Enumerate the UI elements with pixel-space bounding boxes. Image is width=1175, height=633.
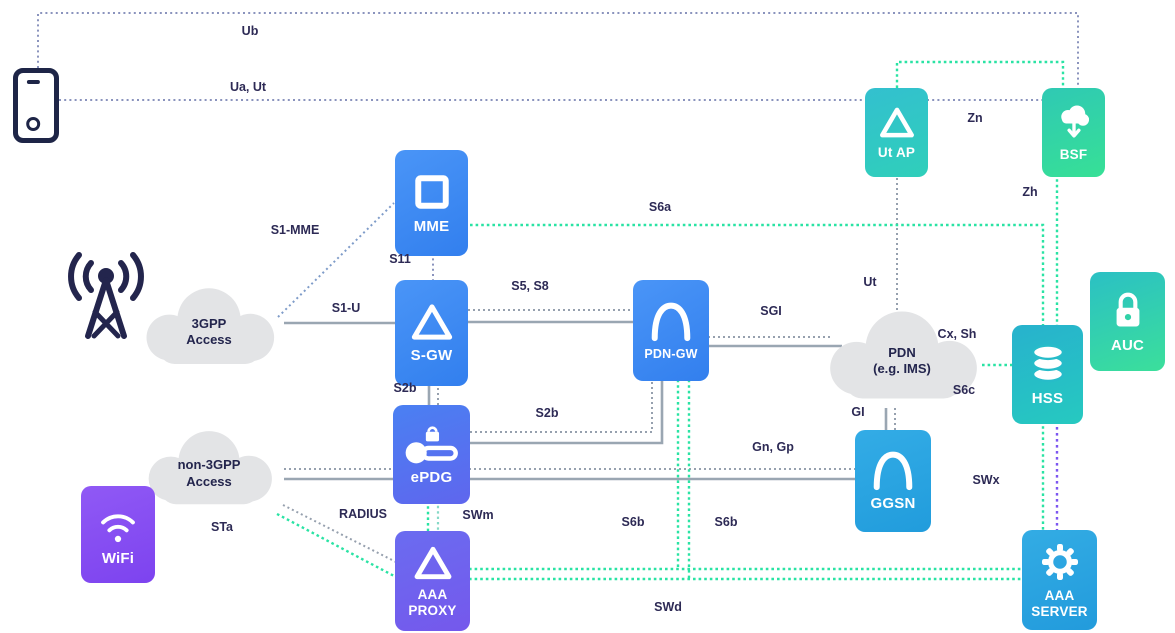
iface-sta: STa [211,520,233,534]
bsf-label: BSF [1059,147,1088,163]
cloud-shape [148,431,272,505]
iface-s6b-left: S6b [621,515,645,529]
wire-s6a [470,223,1045,325]
node-bsf: BSF [1042,88,1105,177]
iface-s6a: S6a [648,200,672,214]
cloud-3gpp-label: 3GPP Access [186,315,232,347]
mme-label: MME [413,218,450,236]
cloud-pdn-label: PDN (e.g. IMS) [873,344,931,376]
sgw-label: S-GW [410,347,453,365]
cloud-non3gpp-label: non-3GPP Access [177,457,241,489]
wire-s2b-mid [470,374,664,445]
epdg-label: ePDG [410,468,453,486]
wire-utap-bsf [895,60,1065,88]
wire-sta-grey [282,504,397,563]
wire-s1mme [277,202,395,318]
ggsn-label: GGSN [870,495,916,513]
iface-gi: GI [851,405,865,419]
node-mme: MME [395,150,468,256]
iface-swm: SWm [462,508,494,522]
arch-icon [647,300,695,342]
wifi-icon [92,502,144,546]
iface-s6b-right: S6b [714,515,738,529]
node-pdngw: PDN-GW [633,280,709,381]
iface-ua-ut: Ua, Ut [229,80,267,94]
hss-label: HSS [1031,389,1064,407]
antenna-icon [68,250,144,347]
triangle-icon [877,105,917,140]
lock-icon [1109,289,1147,333]
database-icon [1026,342,1070,386]
wire-ub [37,12,1079,88]
node-hss: HSS [1012,325,1083,424]
cloud-3gpp-access: 3GPP Access [133,283,285,371]
node-auc: AUC [1090,272,1165,371]
iface-s2b-left: S2b [393,381,417,395]
cloud-shape [146,288,275,364]
iface-ub: Ub [241,24,259,38]
pdngw-label: PDN-GW [644,347,698,361]
smartphone-icon [13,68,59,143]
cloud-download-icon [1053,102,1095,142]
aaa-server-label: AAA SERVER [1031,588,1088,619]
iface-s5-s8: S5, S8 [511,279,549,293]
iface-ut: Ut [863,275,877,289]
cloud-non3gpp-access: non-3GPP Access [133,426,285,511]
aaa-proxy-label: AAA PROXY [408,587,457,618]
triangle-icon [408,301,456,343]
wifi-label: WiFi [101,549,135,567]
wire-s2b-mid-dot [470,374,653,433]
iface-s2b-mid: S2b [535,406,559,420]
iface-s1-u: S1-U [331,301,361,315]
node-epdg: ePDG [393,405,470,504]
iface-s6c: S6c [952,383,976,397]
node-aaa-proxy: AAA PROXY [395,531,470,631]
wire-sta-green [276,512,397,579]
node-wifi: WiFi [81,486,155,583]
arch-icon [869,449,917,491]
phone-button [26,117,41,131]
node-utap: Ut AP [865,88,928,177]
triangle-icon [411,544,455,582]
cloud-shape [830,311,977,399]
gear-icon [1039,541,1081,583]
iface-zn: Zn [967,111,983,125]
square-icon [410,170,454,214]
phone-speaker [26,80,40,84]
cloud-pdn: PDN (e.g. IMS) [816,305,988,407]
iface-sgi: SGI [760,304,782,318]
node-aaa-server: AAA SERVER [1022,530,1097,630]
iface-radius: RADIUS [339,507,387,521]
node-sgw: S-GW [395,280,468,386]
iface-cx-sh: Cx, Sh [937,327,977,341]
auc-label: AUC [1110,336,1145,354]
iface-swd: SWd [654,600,682,614]
iface-gn-gp: Gn, Gp [752,440,794,454]
iface-swx: SWx [972,473,1000,487]
iface-s1-mme: S1-MME [270,223,320,237]
utap-label: Ut AP [877,144,916,160]
iface-s11: S11 [389,252,411,266]
node-ggsn: GGSN [855,430,931,532]
key-lock-icon [403,423,461,465]
iface-zh: Zh [1022,185,1038,199]
